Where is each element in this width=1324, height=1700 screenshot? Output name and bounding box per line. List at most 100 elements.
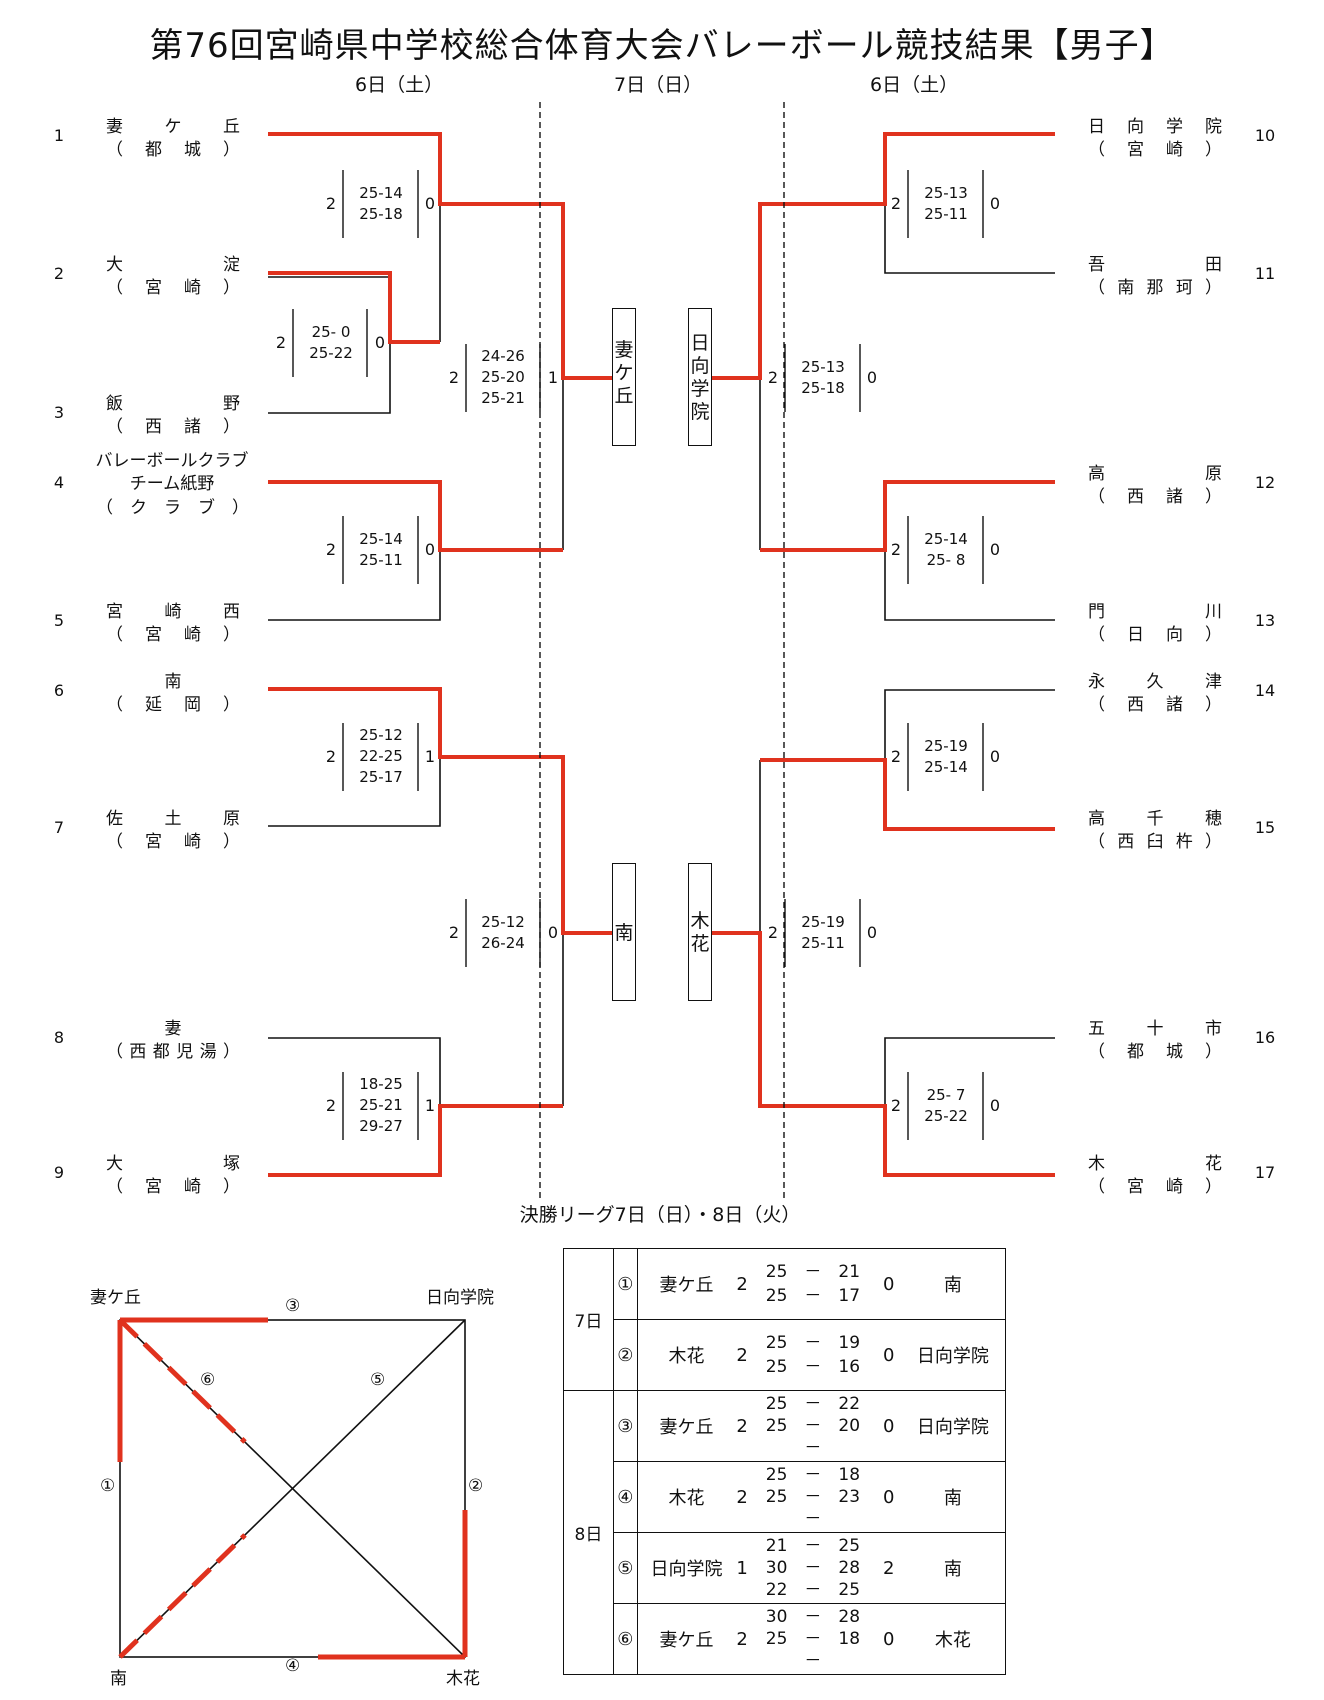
match-loser-sets: 0: [866, 368, 878, 387]
team-name: 南: [164, 672, 182, 692]
team-area: （ 都 城 ）: [106, 140, 240, 160]
set-score: 26-24: [481, 934, 525, 952]
match-winner-sets: 2: [890, 747, 902, 766]
match-loser-sets: 1: [424, 747, 436, 766]
team-b: 南: [900, 1248, 1006, 1320]
team-b-sets: 0: [876, 1248, 901, 1320]
match-loser-sets: 0: [989, 540, 1001, 559]
set-score: 29-27: [359, 1117, 403, 1135]
team-name: 門 川: [1088, 602, 1222, 622]
team-area: （南那珂）: [1088, 278, 1222, 298]
set-score: 25 － 16: [765, 1357, 861, 1377]
team-a-sets: 2: [735, 1390, 750, 1462]
edge-label-4: ④: [285, 1656, 301, 1676]
team-a: 木花: [636, 1461, 736, 1533]
match-loser-sets: 0: [374, 333, 386, 352]
match-loser-sets: 0: [866, 923, 878, 942]
team-name: バレーボールクラブ: [95, 451, 249, 471]
team-a-sets: 2: [735, 1603, 750, 1675]
team-area: （ ク ラ ブ ）: [96, 498, 249, 518]
set-score: 25-22: [924, 1107, 968, 1125]
team-area: （ 宮 崎 ）: [1088, 1177, 1222, 1197]
corner-tl: 妻ケ丘: [90, 1288, 141, 1308]
team-area: （ 延 岡 ）: [106, 695, 240, 715]
team-area: （ 宮 崎 ）: [1088, 140, 1222, 160]
final-league-title: 決勝リーグ7日（日）・8日（火）: [519, 1204, 801, 1226]
block-winner-top-left: 妻ケ丘: [612, 308, 636, 446]
day-center: 7日（日）: [614, 74, 703, 96]
team-name: 宮 崎 西: [106, 602, 240, 622]
match-no: ①: [612, 1248, 638, 1320]
seed-13: 13: [1254, 611, 1276, 630]
match-no: ⑥: [612, 1603, 638, 1675]
match-score: 25- 0 25-22: [298, 322, 364, 364]
seed-12: 12: [1254, 473, 1276, 492]
team-b: 日向学院: [900, 1319, 1006, 1391]
team-area: （ 日 向 ）: [1088, 625, 1222, 645]
set-score: 25 － 20: [765, 1416, 861, 1436]
team-area: （西臼杵）: [1088, 832, 1222, 852]
seed-8: 8: [53, 1028, 65, 1047]
set-score: 25- 0: [311, 323, 351, 341]
set-score: 21 － 25: [765, 1536, 861, 1556]
set-score: 25 － 22: [765, 1394, 861, 1414]
match-loser-sets: 1: [424, 1096, 436, 1115]
seed-9: 9: [53, 1163, 65, 1182]
match-no: ②: [612, 1319, 638, 1391]
corner-bl: 南: [110, 1669, 127, 1689]
corner-tr: 日向学院: [426, 1288, 494, 1308]
match-winner-sets: 2: [890, 540, 902, 559]
team-name: 高 千 穂: [1088, 809, 1222, 829]
set-score: 25-22: [309, 344, 353, 362]
team-name: 妻 ケ 丘: [106, 117, 240, 137]
set-score: －: [804, 1509, 822, 1529]
match-loser-sets: 0: [424, 540, 436, 559]
team-name: 佐 土 原: [106, 809, 240, 829]
edge-label-5: ⑤: [370, 1370, 386, 1390]
team-area: （ 宮 崎 ）: [106, 278, 240, 298]
set-score: 25-19: [801, 913, 845, 931]
match-loser-sets: 0: [989, 747, 1001, 766]
set-score: 22 － 25: [765, 1580, 861, 1600]
set-score: 30 － 28: [765, 1607, 861, 1627]
team-b: 日向学院: [900, 1390, 1006, 1462]
team-name: 木 花: [1088, 1154, 1222, 1174]
seed-11: 11: [1254, 264, 1276, 283]
set-score: 25-18: [801, 379, 845, 397]
corner-br: 木花: [446, 1669, 480, 1689]
team-a-sets: 1: [735, 1532, 750, 1604]
team-name: 高 原: [1088, 464, 1222, 484]
set-score: 25-14: [924, 530, 968, 548]
set-score: 25 － 21: [765, 1262, 861, 1282]
match-loser-sets: 0: [547, 923, 559, 942]
edge-label-1: ①: [100, 1476, 116, 1496]
team-b: 木花: [900, 1603, 1006, 1675]
set-score: 25-14: [359, 184, 403, 202]
seed-1: 1: [53, 126, 65, 145]
set-score: 25 － 19: [765, 1333, 861, 1353]
match-winner-sets: 2: [275, 333, 287, 352]
set-score: 25-12: [359, 726, 403, 744]
team-name: 吾 田: [1088, 255, 1222, 275]
team-area: （ 宮 崎 ）: [106, 625, 240, 645]
seed-14: 14: [1254, 681, 1276, 700]
day-cell: 7日: [563, 1248, 614, 1391]
set-score: 30 － 28: [765, 1558, 861, 1578]
team-name: 五 十 市: [1088, 1019, 1222, 1039]
